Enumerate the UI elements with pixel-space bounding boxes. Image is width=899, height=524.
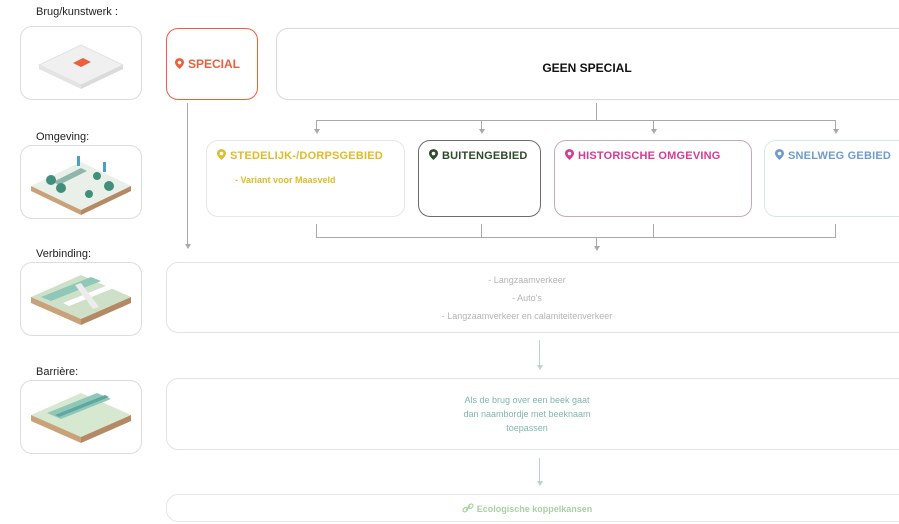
barrier-thumbnail (20, 380, 142, 454)
buitengebied-box[interactable]: BUITENGEBIED (418, 140, 541, 217)
snelweg-box[interactable]: SNELWEG GEBIED (764, 140, 899, 217)
merge-bar (316, 237, 836, 238)
bridge-thumbnail (20, 26, 142, 100)
map-pin-icon (775, 149, 784, 160)
buitengebied-title: BUITENGEBIED (442, 150, 528, 162)
label-omgeving: Omgeving: (36, 131, 90, 143)
stedelijk-title: STEDELIJK-/DORPSGEBIED (230, 150, 383, 162)
connection-thumbnail (20, 262, 142, 336)
barriere-line: toepassen (506, 423, 548, 433)
map-pin-icon (565, 149, 574, 160)
barriere-line: dan naambordje met beeknaam (463, 409, 591, 419)
verbinding-item: - Langzaamverkeer (488, 275, 566, 285)
label-barriere: Barrière: (36, 366, 79, 378)
stedelijk-box[interactable]: STEDELIJK-/DORPSGEBIED - Variant voor Ma… (206, 140, 405, 217)
link-icon (462, 503, 474, 513)
special-label: SPECIAL (188, 57, 241, 71)
eco-box[interactable]: Ecologische koppelkansen (166, 494, 899, 522)
geen-special-label: GEEN SPECIAL (542, 61, 632, 75)
arrow-line (539, 458, 540, 482)
distribution-bar (316, 120, 836, 121)
map-pin-icon (175, 58, 184, 69)
environment-thumbnail (20, 145, 142, 219)
barriere-box[interactable]: Als de brug over een beek gaat dan naamb… (166, 378, 899, 450)
label-brug: Brug/kunstwerk : (36, 6, 118, 18)
map-pin-icon (217, 149, 226, 160)
arrow-line (539, 340, 540, 366)
label-verbinding: Verbinding: (36, 248, 92, 260)
verbinding-item: - Auto's (512, 293, 542, 303)
geen-special-box[interactable]: GEEN SPECIAL (276, 28, 899, 100)
special-connector-line (187, 103, 188, 245)
stedelijk-subtitle: - Variant voor Maasveld (235, 175, 336, 185)
historisch-title: HISTORISCHE OMGEVING (578, 150, 721, 162)
eco-label: Ecologische koppelkansen (476, 504, 593, 514)
historisch-box[interactable]: HISTORISCHE OMGEVING (554, 140, 752, 217)
arrow-head (184, 244, 191, 249)
verbinding-box[interactable]: - Langzaamverkeer - Auto's - Langzaamver… (166, 262, 899, 333)
verbinding-item: - Langzaamverkeer en calamiteitenverkeer (441, 311, 613, 321)
special-box[interactable]: SPECIAL (166, 28, 258, 100)
map-pin-icon (429, 149, 438, 160)
snelweg-title: SNELWEG GEBIED (788, 150, 892, 162)
distribution-stem (596, 103, 597, 120)
barriere-line: Als de brug over een beek gaat (464, 395, 590, 405)
